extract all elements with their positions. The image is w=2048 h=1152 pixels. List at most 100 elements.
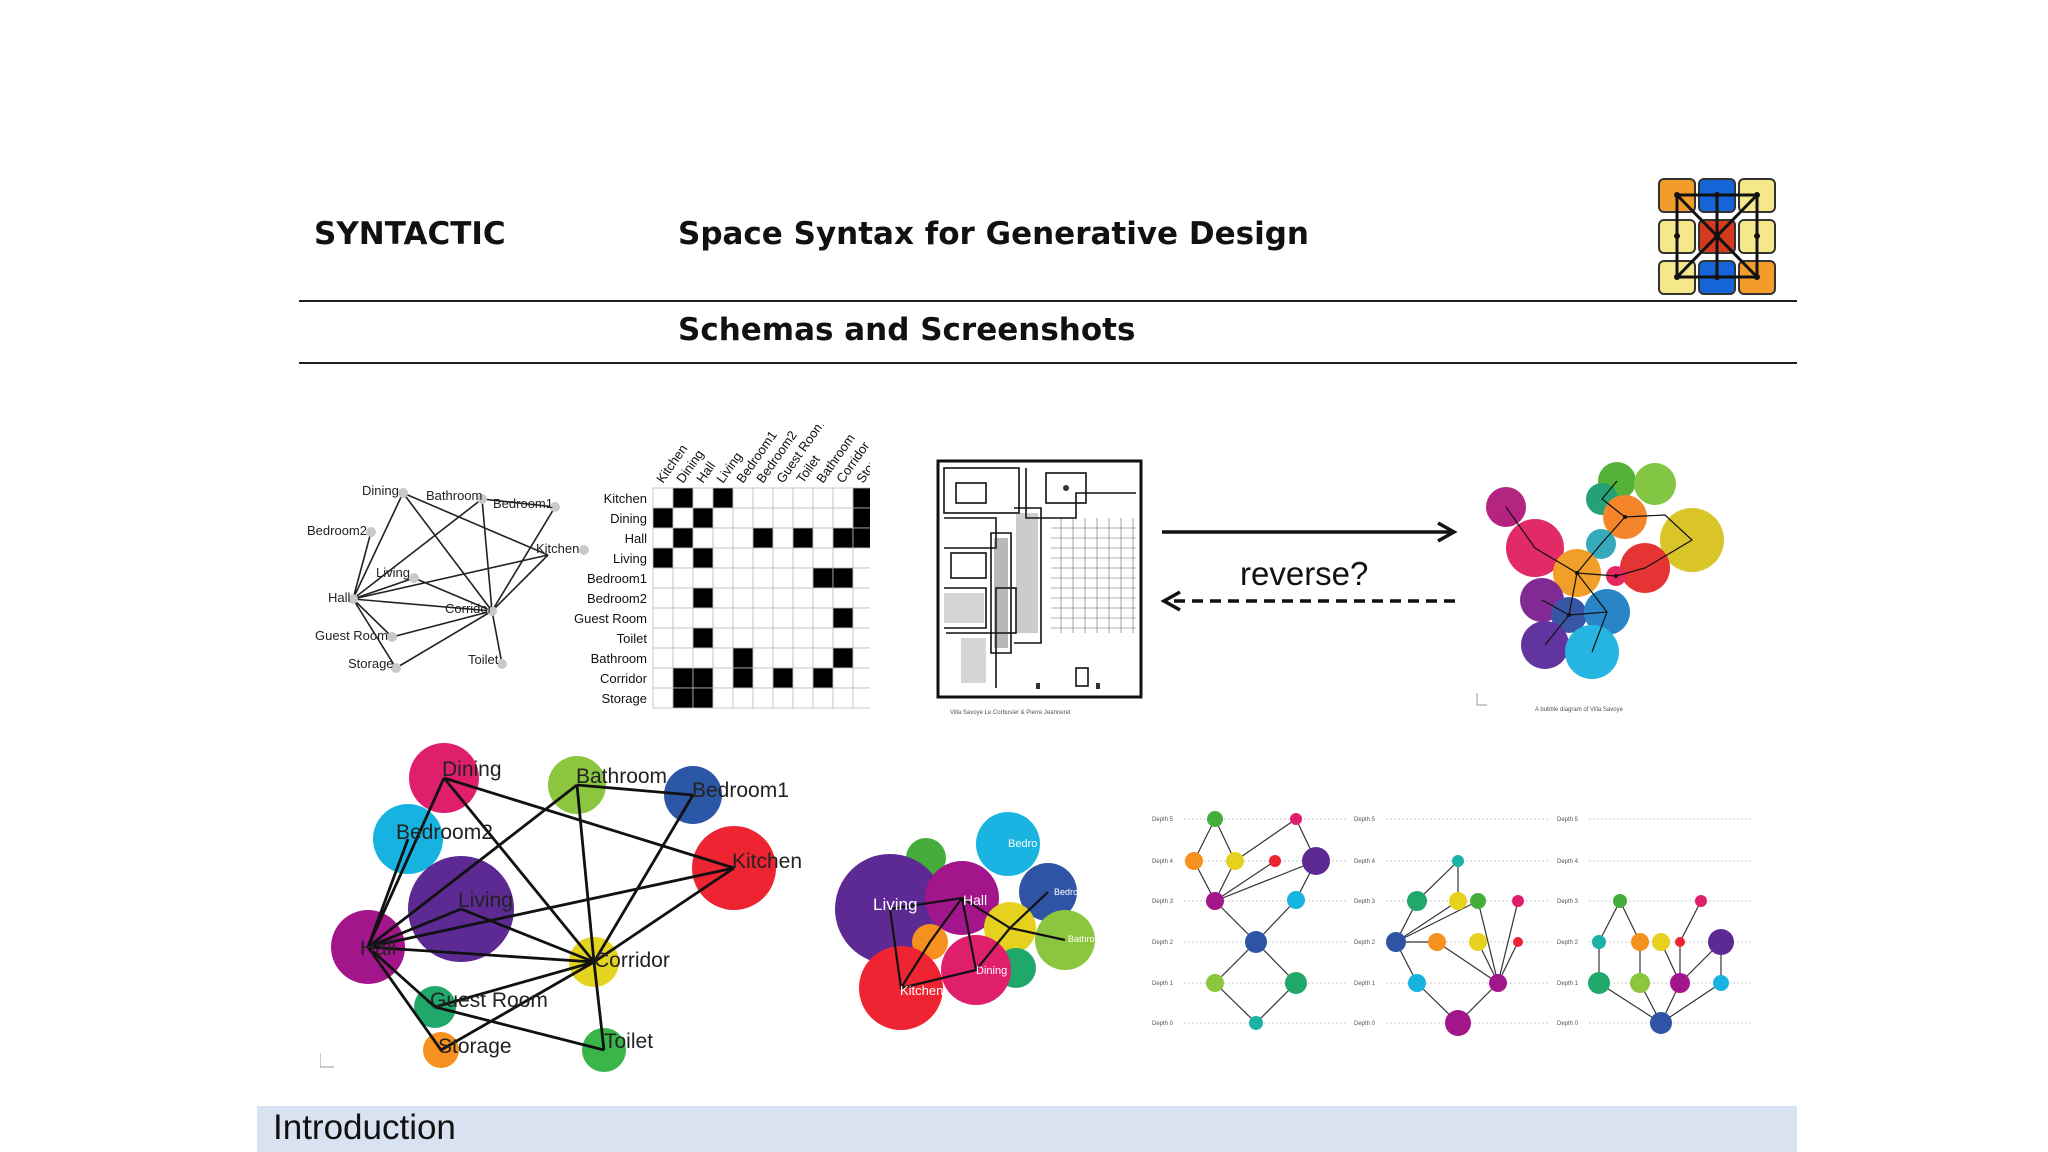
matrix-cell [672,547,694,569]
bubble-graph-label: Dining [442,758,502,781]
matrix-cell [652,527,674,549]
colored-room-graph: Dining Bathroom Bedroom1 Bedroom2 Kitche… [320,743,802,1072]
matrix-cell [812,567,834,589]
matrix-cell [812,667,834,689]
matrix-cell [812,627,834,649]
matrix-cell [832,587,854,609]
matrix-cell [752,667,774,689]
page-title: Space Syntax for Generative Design [678,216,1309,252]
matrix-cell [732,687,754,709]
cluster-label: Bedro [1008,838,1037,850]
room-graph: Dining Bathroom Bedroom1 Bedroom2 Kitche… [307,483,589,673]
matrix-cell [812,607,834,629]
matrix-cell [712,507,734,529]
cluster-label: Dining [976,965,1007,977]
graph-label: Storage [348,656,394,671]
matrix-cell [692,547,714,569]
matrix-cell [732,567,754,589]
matrix-cell [852,647,870,669]
matrix-cell [812,547,834,569]
matrix-cell [852,627,870,649]
matrix-cell [752,647,774,669]
matrix-row-label: Kitchen [604,491,647,506]
matrix-cell [692,627,714,649]
depth-label: Depth 1 [1152,981,1174,987]
matrix-cell [832,507,854,529]
matrix-cell [652,567,674,589]
depth-label: Depth 3 [1152,899,1174,905]
depth-label: Depth 5 [1354,817,1376,823]
matrix-cell [832,667,854,689]
matrix-cell [772,647,794,669]
reverse-arrows: reverse? [1160,521,1458,612]
clustered-bubble-diagram: Living Hall Kitchen Dining Bedro Bedro B… [835,812,1095,1030]
matrix-cell [772,487,794,509]
matrix-cell [812,687,834,709]
depth-label: Depth 2 [1354,940,1376,946]
graph-label: Toilet [468,652,499,667]
page-subtitle: Schemas and Screenshots [678,312,1136,348]
matrix-cell [792,687,814,709]
depth-label: Depth 3 [1354,899,1376,905]
matrix-cell [692,687,714,709]
matrix-cell [652,687,674,709]
matrix-cell [832,527,854,549]
matrix-cell [672,607,694,629]
matrix-cell [712,547,734,569]
matrix-cell [832,607,854,629]
matrix-cell [752,627,774,649]
matrix-cell [672,587,694,609]
matrix-cell [672,567,694,589]
header-rule-top [299,300,1797,302]
brand-title: SYNTACTIC [314,216,506,252]
matrix-cell [772,627,794,649]
graph-label: Bedroom1 [493,496,553,511]
matrix-cell [812,647,834,669]
graph-label: Dining [362,483,399,498]
matrix-cell [772,587,794,609]
matrix-cell [752,487,774,509]
depth-label: Depth 1 [1354,981,1376,987]
matrix-cell [692,607,714,629]
cluster-label: Hall [963,892,987,908]
matrix-cell [692,507,714,529]
bubble-caption: A bubble diagram of Villa Savoye [1535,707,1624,713]
matrix-cell [732,607,754,629]
matrix-cell [672,647,694,669]
matrix-cell [792,607,814,629]
depth-label: Depth 4 [1354,859,1376,865]
matrix-cell [772,607,794,629]
matrix-cell [732,547,754,569]
matrix-cell [712,587,734,609]
depth-label: Depth 1 [1557,981,1579,987]
matrix-row-label: Dining [610,511,647,526]
depth-label: Depth 3 [1557,899,1579,905]
depth-label: Depth 2 [1152,940,1174,946]
villa-bubble-diagram: A bubble diagram of Villa Savoye [1476,462,1724,713]
matrix-cell [712,487,734,509]
depth-label: Depth 5 [1152,817,1174,823]
bubble-graph-label: Toilet [604,1030,653,1053]
matrix-row-label: Living [613,551,647,566]
villa-savoye-plan: Villa Savoye Le Corbusier & Pierre Jeann… [936,459,1143,716]
matrix-cell [652,627,674,649]
matrix-row-label: Hall [625,531,648,546]
bubble-graph-label: Guest Room [430,989,548,1012]
matrix-cell [852,667,870,689]
matrix-cell [832,487,854,509]
bubble-graph-label: Storage [438,1035,512,1058]
graph-label: Kitchen [536,541,579,556]
matrix-cell [772,687,794,709]
graph-label: Bathroom [426,488,482,503]
matrix-cell [792,567,814,589]
matrix-cell [852,587,870,609]
matrix-cell [672,487,694,509]
matrix-cell [832,567,854,589]
matrix-cell [712,567,734,589]
matrix-cell [812,507,834,529]
matrix-cell [652,587,674,609]
matrix-row-label: Toilet [617,631,648,646]
